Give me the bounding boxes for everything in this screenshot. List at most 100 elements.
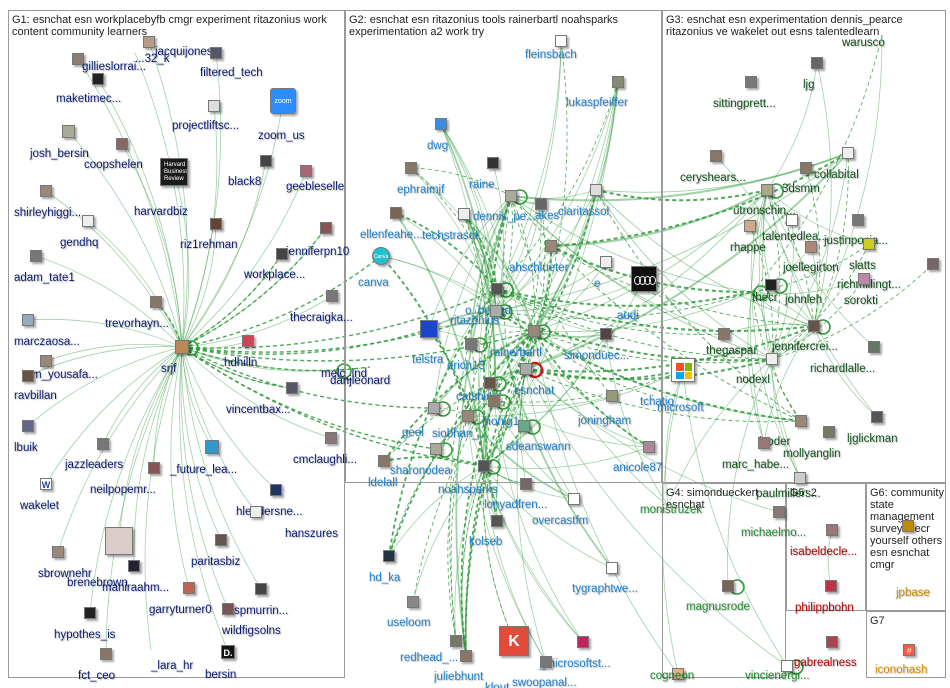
edge [467, 415, 575, 500]
avatar [82, 215, 94, 227]
edge [181, 346, 257, 513]
node-label: paritasbiz [191, 556, 241, 568]
edge [27, 346, 183, 427]
node-label: bersin [205, 669, 237, 681]
node-label: ...32_k [135, 53, 170, 65]
edge [595, 189, 802, 422]
avatar [105, 527, 133, 555]
edge [751, 291, 815, 327]
avatar [631, 266, 657, 292]
edge [495, 152, 849, 312]
avatar [808, 320, 820, 332]
edge [533, 330, 669, 507]
node-label: klout [485, 682, 510, 688]
node-label: thegaspar [706, 345, 758, 357]
node-label: magnusrode [686, 601, 750, 613]
node-label: shirleyhiggi... [14, 207, 82, 219]
avatar [210, 218, 222, 230]
edge [496, 288, 773, 360]
edge [510, 195, 753, 293]
edge [525, 325, 815, 373]
node-label: swoopanal... [512, 677, 577, 688]
node-label: vincienergi... [745, 670, 810, 682]
edge [428, 328, 485, 467]
node-label: maketimec... [56, 93, 122, 105]
edge [467, 81, 619, 417]
node-label: workplace... [244, 269, 306, 281]
edge [667, 358, 773, 507]
group-title-g4: G4: simondueckert esnchat [666, 487, 759, 511]
node-label: harvardbiz [134, 206, 188, 218]
node-label: jpbase [896, 587, 930, 599]
edge [45, 190, 183, 348]
avatar [606, 562, 618, 574]
edge [766, 62, 818, 191]
node-label: richmillingt... [837, 279, 901, 291]
edge [45, 346, 183, 485]
node-label: richardlalle... [810, 363, 876, 375]
avatar [460, 650, 472, 662]
node-label: ephraimjf [397, 184, 445, 196]
avatar [84, 607, 96, 619]
edge [455, 195, 512, 657]
avatar [600, 256, 612, 268]
edge [181, 346, 262, 590]
node-label: neilpopemr... [90, 484, 156, 496]
edge [533, 189, 768, 332]
avatar [600, 328, 612, 340]
avatar [430, 443, 442, 455]
avatar [487, 157, 499, 169]
edge [77, 58, 183, 348]
avatar [744, 220, 756, 232]
logo-canva: Canva [372, 247, 390, 265]
edge [433, 288, 498, 409]
edge [383, 330, 535, 462]
edge [428, 328, 527, 370]
edge [35, 255, 183, 348]
avatar [871, 411, 883, 423]
edge [467, 415, 584, 643]
node-label: adam_tate1 [14, 272, 75, 284]
edge [170, 346, 190, 589]
edge [478, 195, 512, 467]
edge [766, 189, 781, 360]
edge [525, 203, 546, 370]
avatar [823, 426, 835, 438]
node-label: 3dsmm [782, 183, 820, 195]
node-label: ljglickman [847, 433, 898, 445]
group-box-g7: G7 [866, 611, 946, 678]
node-label: johnleh [785, 294, 823, 306]
avatar [781, 660, 793, 672]
node-label: sorokti [844, 295, 878, 307]
edge [751, 34, 883, 293]
edge [483, 446, 650, 470]
edge [813, 62, 832, 327]
edge [388, 465, 485, 557]
avatar [325, 432, 337, 444]
node-label: noahsparks [438, 484, 498, 496]
node-label: wakelet [20, 500, 59, 512]
node-label: raine [469, 179, 495, 191]
edge [771, 219, 794, 360]
node-label: m_yousafa... [32, 369, 98, 381]
edge [766, 189, 878, 418]
node-label: ellenfeahe... [360, 229, 423, 241]
node-label: tygraphtwe... [572, 583, 638, 595]
edge [181, 100, 284, 348]
edge [181, 160, 267, 348]
edge [771, 263, 934, 360]
node-label: ldelall [368, 477, 398, 489]
avatar [383, 550, 395, 562]
group-box-g4: G4: simondueckert esnchat [662, 483, 786, 678]
avatar [671, 358, 695, 382]
edge [727, 358, 773, 587]
node-label: jacquijones... [155, 46, 223, 58]
edge [461, 465, 485, 657]
edge [68, 131, 183, 348]
node-label: erich13 [447, 360, 485, 372]
edge [550, 152, 849, 247]
edge [749, 225, 774, 360]
node-label: filtered_tech [200, 67, 263, 79]
avatar [765, 279, 777, 291]
avatar [795, 415, 807, 427]
